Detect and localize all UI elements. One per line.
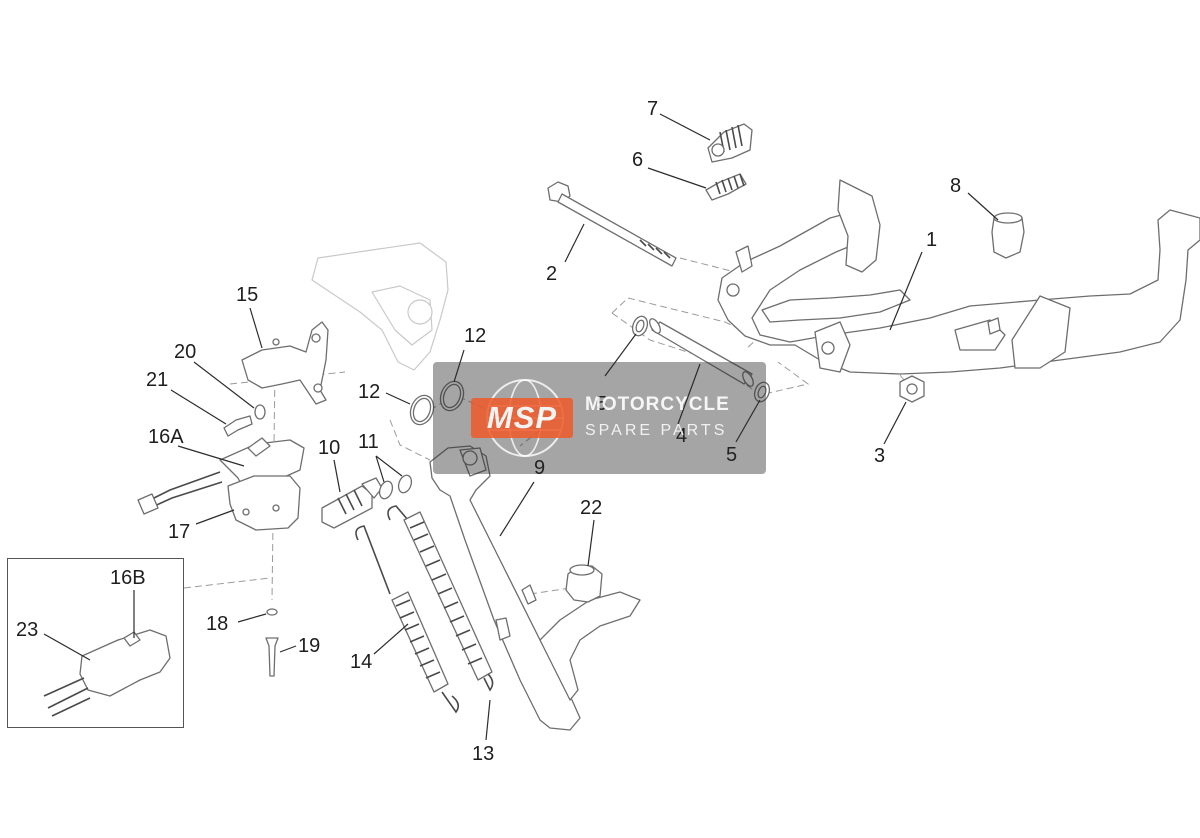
callout-17: 17	[168, 521, 191, 543]
rubber-buffer-part-8	[991, 212, 1025, 259]
spacer-tube-part-4	[649, 318, 754, 387]
callout-21: 21	[146, 369, 169, 391]
callout-9: 9	[534, 457, 546, 479]
callout-15: 15	[236, 284, 259, 306]
msp-logo: MSP	[471, 398, 573, 438]
side-stand-part-9	[429, 445, 641, 731]
long-spring-part-13	[387, 505, 494, 692]
pivot-bolt-part-2	[547, 181, 677, 267]
switch-bracket-part-15	[241, 321, 329, 405]
center-stand-part-1	[717, 179, 1200, 375]
washer-part-5	[631, 315, 771, 403]
callout-13: 13	[472, 743, 495, 765]
callout-19: 19	[298, 635, 321, 657]
connector-part-16b-23	[43, 629, 171, 717]
callout-6: 6	[632, 149, 644, 171]
callout-11: 11	[358, 431, 379, 453]
frame-bracket-outline	[311, 242, 449, 371]
callout-4: 4	[676, 425, 688, 447]
callout-20: 20	[174, 341, 197, 363]
switch-assembly-part-16a-17	[137, 437, 305, 531]
buffer-part-22	[565, 564, 603, 603]
callout-7: 7	[647, 98, 659, 120]
callout-12-lower: 12	[358, 381, 381, 403]
callout-23: 23	[16, 619, 39, 641]
inset-detail-box	[7, 558, 184, 728]
spring-part-7	[707, 123, 753, 163]
callout-18: 18	[206, 613, 229, 635]
spring-part-6	[705, 173, 747, 201]
callout-3: 3	[874, 445, 886, 467]
small-fasteners-parts-18-21	[223, 404, 279, 677]
callout-10: 10	[318, 437, 341, 459]
callout-16b: 16B	[110, 567, 146, 589]
ring-part-11	[378, 474, 413, 500]
callout-14: 14	[350, 651, 373, 673]
o-ring-part-12	[409, 380, 465, 426]
callout-5-right: 5	[726, 444, 738, 466]
callout-22: 22	[580, 497, 603, 519]
callout-2: 2	[546, 263, 558, 285]
callout-1: 1	[926, 229, 938, 251]
nut-part-3	[899, 375, 925, 403]
callout-16a: 16A	[148, 426, 184, 448]
callout-12-upper: 12	[464, 325, 487, 347]
watermark-subtitle: SPARE PARTS	[585, 422, 728, 439]
callout-8: 8	[950, 175, 962, 197]
callout-5-left: 5	[596, 393, 608, 415]
switch-pin-part-10	[321, 477, 383, 529]
long-spring-part-14	[355, 525, 460, 714]
msp-watermark: MSP MOTORCYCLE SPARE PARTS	[433, 362, 766, 474]
watermark-title: MOTORCYCLE	[585, 394, 730, 415]
callout-leader-lines	[43, 113, 999, 741]
